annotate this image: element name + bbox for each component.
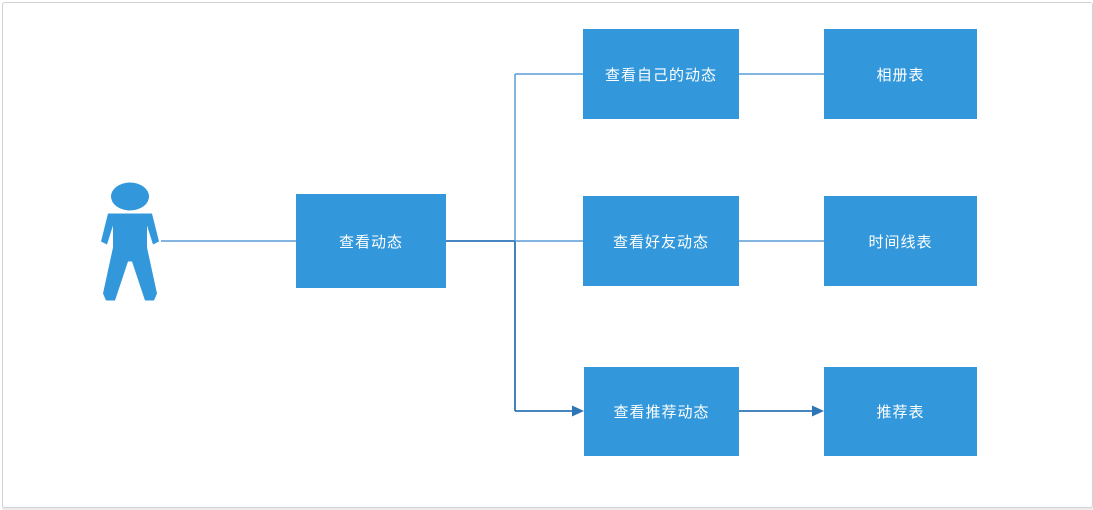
node-view-friend-feed[interactable]: 查看好友动态: [583, 196, 739, 286]
node-view-feed-label: 查看动态: [338, 233, 403, 251]
node-view-recommend-feed-label: 查看推荐动态: [613, 404, 710, 421]
node-view-own-feed[interactable]: 查看自己的动态: [583, 29, 739, 119]
arrowhead-viewrecommend: [572, 405, 584, 417]
node-recommend-table-label: 推荐表: [876, 404, 925, 421]
connectors: [161, 73, 824, 417]
actor-person[interactable]: [99, 181, 161, 302]
node-view-own-feed-label: 查看自己的动态: [604, 66, 717, 84]
node-view-recommend-feed[interactable]: 查看推荐动态: [584, 367, 739, 456]
node-timeline-table-label: 时间线表: [868, 233, 933, 251]
node-timeline-table[interactable]: 时间线表: [824, 196, 977, 286]
node-view-friend-feed-label: 查看好友动态: [612, 233, 709, 251]
node-album-table-label: 相册表: [876, 66, 925, 84]
person-icon: [101, 182, 159, 301]
node-recommend-table[interactable]: 推荐表: [824, 367, 977, 456]
arrowhead-recommendtable: [812, 405, 824, 417]
node-album-table[interactable]: 相册表: [824, 29, 977, 119]
node-view-feed[interactable]: 查看动态: [296, 194, 446, 288]
